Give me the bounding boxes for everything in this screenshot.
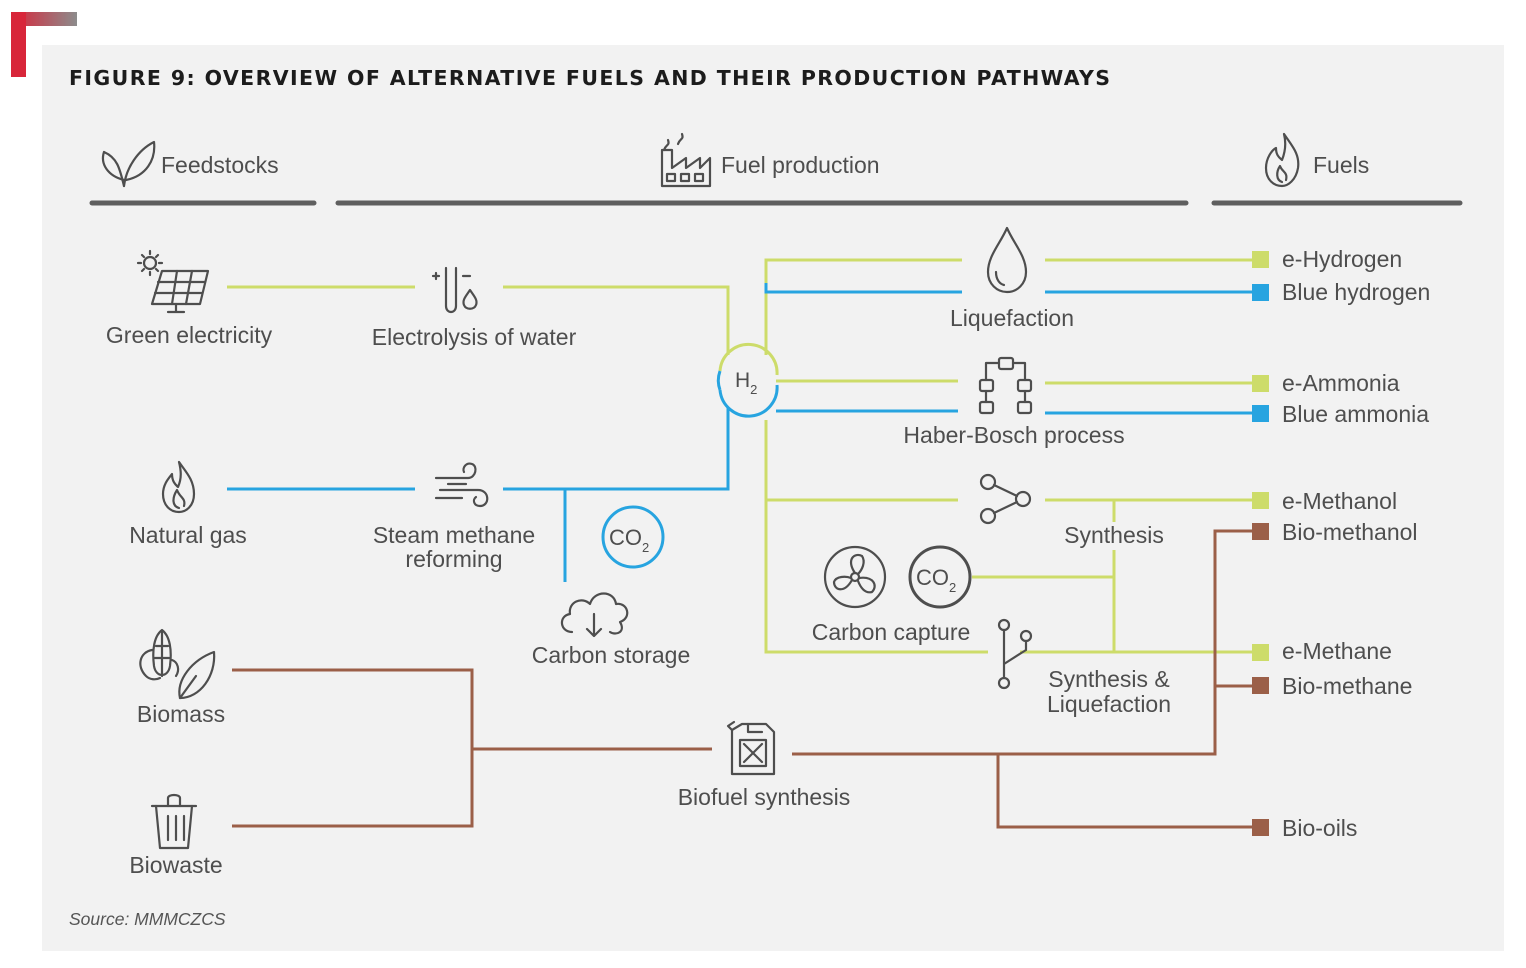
label-synthesis-liq-line-1: Synthesis & [1048, 666, 1170, 692]
marker-bio-methane [1252, 677, 1269, 694]
label-haber-bosch: Haber-Bosch process [903, 422, 1125, 448]
label-liquefaction: Liquefaction [949, 305, 1075, 331]
label-e-methane: e-Methane [1282, 638, 1392, 664]
marker-e-methanol [1252, 492, 1269, 509]
marker-bio-oils [1252, 819, 1269, 836]
label-steam-line-2: reforming [405, 546, 503, 572]
source-note: Source: MMMCZCS [69, 909, 226, 929]
svg-text:CO2: CO2 [609, 525, 649, 555]
label-synthesis-liq-line-2: Liquefaction [1046, 691, 1172, 717]
co2-badge-blue: CO2 [601, 505, 665, 569]
h2-label: H [735, 369, 750, 392]
label-e-hydrogen: e-Hydrogen [1282, 246, 1403, 272]
svg-text:H2: H2 [735, 369, 757, 397]
label-bio-oils: Bio-oils [1282, 815, 1358, 841]
marker-blue-ammonia [1252, 405, 1269, 422]
marker-e-hydrogen [1252, 251, 1269, 268]
label-blue-hydrogen: Blue hydrogen [1282, 279, 1431, 305]
solar-panel-icon [136, 249, 210, 314]
gas-flame-icon [161, 460, 196, 514]
label-green-electricity: Green electricity [105, 322, 273, 348]
co2-label: CO [609, 525, 642, 550]
label-e-ammonia: e-Ammonia [1282, 370, 1400, 396]
marker-blue-hydrogen [1252, 284, 1269, 301]
co2-capture-badge: CO2 [908, 545, 972, 609]
column-header-production: Fuel production [721, 152, 880, 178]
corn-leaf-icon [139, 628, 216, 700]
h2-hub: H2 [716, 342, 779, 418]
label-bio-methane: Bio-methane [1282, 673, 1413, 699]
label-carbon-storage: Carbon storage [531, 642, 691, 668]
flame-icon [1264, 132, 1300, 188]
label-natural-gas: Natural gas [129, 522, 247, 548]
label-e-methanol: e-Methanol [1282, 488, 1398, 514]
leaf-icon [101, 140, 156, 188]
label-electrolysis: Electrolysis of water [371, 324, 577, 350]
brown-pathway-lines [232, 529, 1252, 829]
label-biofuel-synthesis: Biofuel synthesis [677, 784, 851, 810]
marker-e-methane [1252, 644, 1269, 661]
h2-sub: 2 [750, 382, 757, 397]
test-tube-icon [431, 266, 478, 314]
label-carbon-capture: Carbon capture [811, 619, 971, 645]
label-synthesis: Synthesis [1064, 522, 1164, 548]
figure-title: FIGURE 9: OVERVIEW OF ALTERNATIVE FUELS … [69, 66, 1112, 90]
label-biomass: Biomass [136, 701, 226, 727]
fan-icon [823, 545, 887, 609]
marker-bio-methanol [1252, 523, 1269, 540]
share-nodes-icon [979, 473, 1032, 525]
process-flow-icon [978, 356, 1033, 415]
fuel-markers [1252, 251, 1269, 836]
label-blue-ammonia: Blue ammonia [1282, 401, 1430, 427]
label-bio-methanol: Bio-methanol [1282, 519, 1418, 545]
label-steam-line-1: Steam methane [372, 522, 536, 548]
wind-icon [434, 462, 489, 508]
marker-e-ammonia [1252, 375, 1269, 392]
blue-pathway-lines [227, 283, 1252, 582]
cloud-download-icon [560, 592, 629, 638]
svg-text:CO2: CO2 [916, 565, 956, 595]
co2-sub: 2 [642, 540, 649, 555]
column-header-fuels: Fuels [1313, 152, 1370, 178]
trash-bin-icon [150, 793, 198, 850]
column-header-feedstocks: Feedstocks [161, 152, 279, 178]
green-pathway-lines [227, 258, 1252, 654]
droplet-icon [986, 226, 1028, 294]
factory-icon [660, 132, 712, 188]
branch-icon [997, 618, 1033, 690]
label-biowaste: Biowaste [129, 852, 223, 878]
jerrycan-icon [726, 720, 776, 776]
